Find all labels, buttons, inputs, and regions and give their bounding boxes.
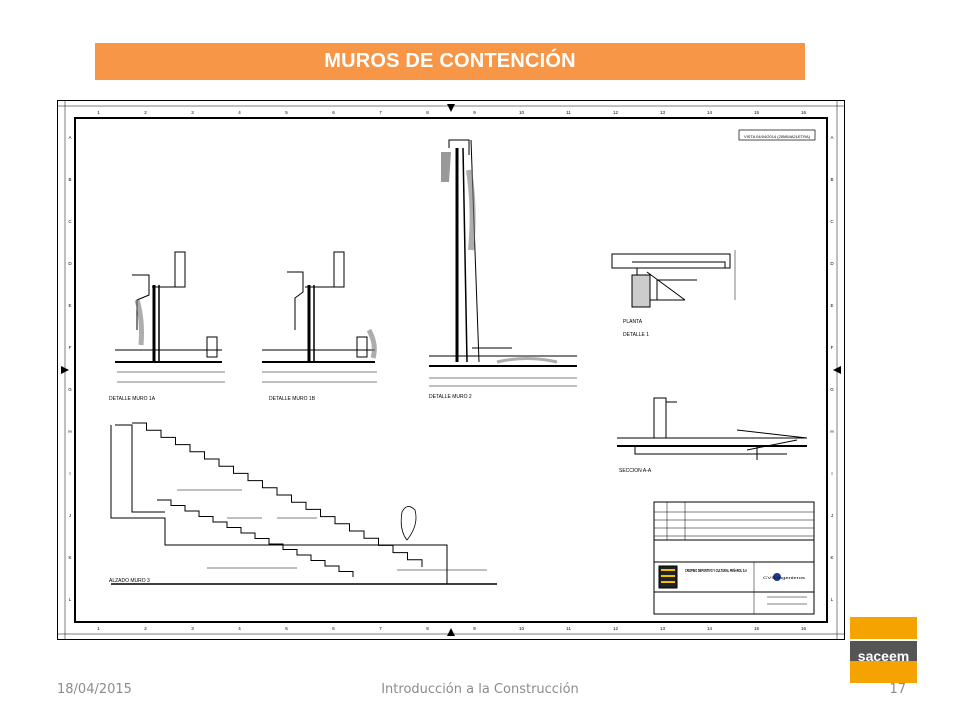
- grid-letter-right: B: [830, 177, 833, 182]
- grid-letters-left: A B C D E F G H I J K L: [68, 135, 72, 602]
- grid-letter-right: J: [831, 513, 833, 518]
- footer-date: 18/04/2015: [57, 682, 132, 697]
- grid-letter-right: K: [830, 555, 833, 560]
- grid-letter-left: I: [69, 471, 70, 476]
- section-a-a: [617, 397, 808, 460]
- grid-number-top: 16: [801, 110, 807, 115]
- grid-number-top: 6: [332, 110, 335, 115]
- grid-letter-left: F: [69, 345, 72, 350]
- grid-number-top: 3: [191, 110, 194, 115]
- page-number: 17: [889, 682, 906, 697]
- title-block: [653, 501, 815, 615]
- grid-number-top: 8: [426, 110, 429, 115]
- grid-number-bottom: 2: [144, 626, 147, 631]
- grid-number-top: 9: [473, 110, 476, 115]
- grid-number-bottom: 9: [473, 626, 476, 631]
- wall-detail-1a: [115, 251, 225, 383]
- label-detalle-muro-2: DETALLE MURO 2: [429, 394, 472, 400]
- title-block-firm: CVS Ingenieros: [763, 575, 805, 580]
- grid-number-bottom: 8: [426, 626, 429, 631]
- grid-number-top: 14: [707, 110, 713, 115]
- label-alzado-muro-3: ALZADO MURO 3: [109, 578, 150, 584]
- grid-number-top: 1: [97, 110, 100, 115]
- label-detalle-1: DETALLE 1: [623, 332, 649, 338]
- grid-number-bottom: 13: [660, 626, 666, 631]
- grid-number-bottom: 7: [379, 626, 382, 631]
- detail-1: [611, 250, 736, 308]
- grid-letter-right: D: [830, 261, 834, 266]
- grid-letter-left: E: [68, 303, 71, 308]
- grid-number-top: 5: [285, 110, 288, 115]
- saceem-logo-text: saceem: [857, 648, 910, 664]
- grid-letter-left: K: [68, 555, 71, 560]
- grid-letter-right: H: [830, 429, 833, 434]
- grid-letter-left: G: [68, 387, 72, 392]
- grid-letters-right: A B C D E F G H I J K L: [830, 135, 834, 602]
- footer-course-title: Introducción a la Construcción: [381, 682, 579, 697]
- grid-letter-right: F: [831, 345, 834, 350]
- wall-elevation-3: [110, 422, 497, 585]
- label-detalle-muro-1a: DETALLE MURO 1A: [109, 396, 156, 402]
- grid-letter-left: B: [68, 177, 71, 182]
- grid-letter-right: E: [830, 303, 833, 308]
- grid-number-bottom: 10: [519, 626, 525, 631]
- sheet-outer-frame: [57, 100, 845, 640]
- grid-letter-left: C: [68, 219, 72, 224]
- grid-number-bottom: 6: [332, 626, 335, 631]
- grid-letter-right: I: [831, 471, 832, 476]
- grid-number-top: 13: [660, 110, 666, 115]
- label-detalle-muro-1b: DETALLE MURO 1B: [269, 396, 316, 402]
- grid-letter-left: J: [69, 513, 71, 518]
- wall-detail-2: [429, 139, 577, 387]
- label-planta: PLANTA: [623, 319, 643, 325]
- grid-letter-left: D: [68, 261, 72, 266]
- grid-number-top: 10: [519, 110, 525, 115]
- grid-number-top: 7: [379, 110, 382, 115]
- grid-number-top: 11: [566, 110, 571, 115]
- sheet-inner-frame: [74, 117, 828, 623]
- grid-number-bottom: 12: [613, 626, 619, 631]
- drawing-top-right-label: VISTA 04/04/2014 (20M54A2LETRA): [744, 134, 811, 139]
- title-block-client: CRISPINO DEPORTIVO Y CULTURAL PEÑAROL S.…: [685, 567, 747, 573]
- grid-number-top: 2: [144, 110, 147, 115]
- grid-letter-right: C: [830, 219, 834, 224]
- slide-title-bar: MUROS DE CONTENCIÓN: [95, 43, 805, 80]
- wall-detail-1b: [262, 251, 377, 383]
- grid-letter-left: L: [69, 597, 72, 602]
- grid-letter-right: G: [830, 387, 834, 392]
- grid-number-bottom: 5: [285, 626, 288, 631]
- grid-number-bottom: 1: [97, 626, 100, 631]
- grid-number-bottom: 15: [754, 626, 760, 631]
- grid-number-bottom: 3: [191, 626, 194, 631]
- slide-title: MUROS DE CONTENCIÓN: [324, 50, 576, 72]
- grid-letter-left: A: [68, 135, 71, 140]
- grid-number-top: 15: [754, 110, 760, 115]
- grid-number-bottom: 11: [566, 626, 571, 631]
- grid-number-bottom: 4: [238, 626, 241, 631]
- grid-letter-right: L: [831, 597, 834, 602]
- label-seccion-a-a: SECCION A-A: [619, 468, 652, 474]
- saceem-logo: saceem: [850, 617, 917, 683]
- grid-number-bottom: 16: [801, 626, 807, 631]
- grid-number-bottom: 14: [707, 626, 713, 631]
- grid-letter-right: A: [830, 135, 833, 140]
- grid-letter-left: H: [68, 429, 71, 434]
- grid-number-top: 4: [238, 110, 241, 115]
- grid-number-top: 12: [613, 110, 619, 115]
